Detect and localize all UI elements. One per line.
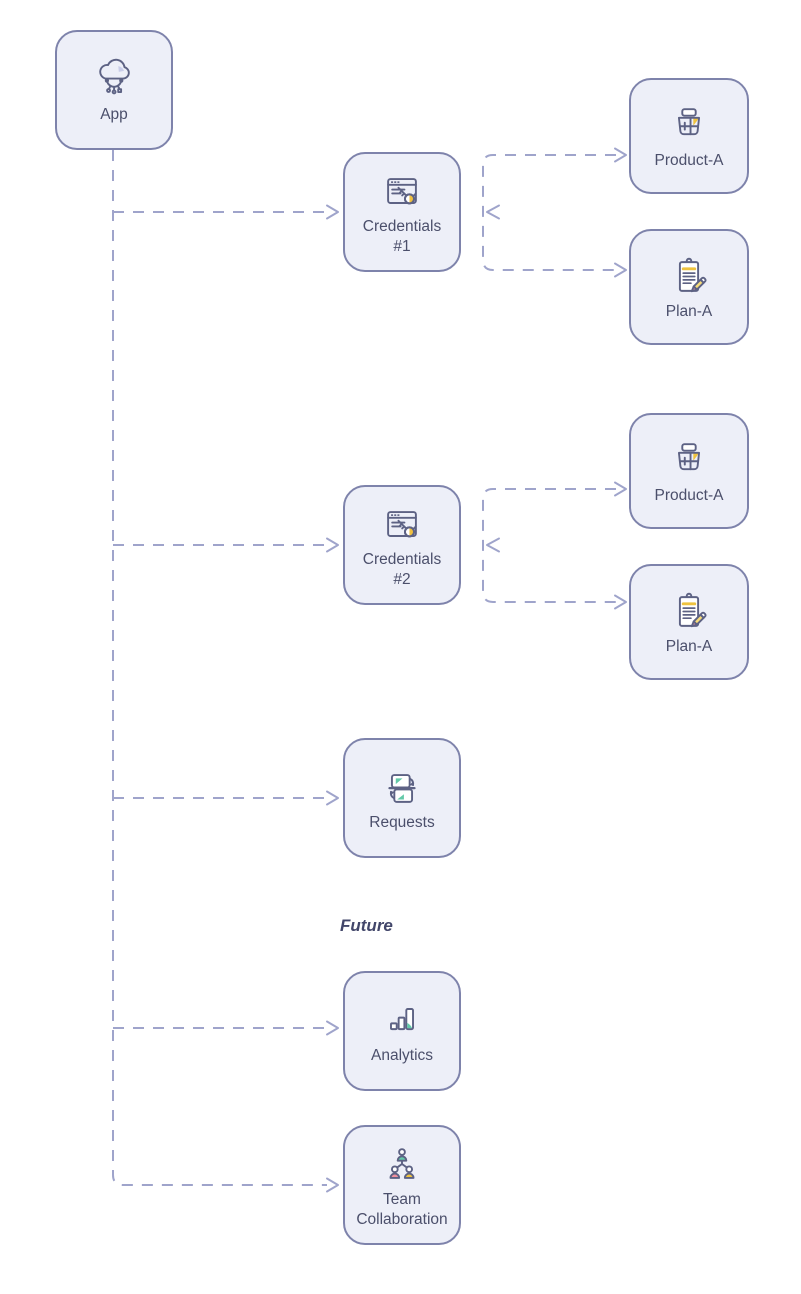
- plan-clipboard-icon: [666, 588, 712, 634]
- plan-clipboard-icon: [666, 253, 712, 299]
- product-basket-icon: [666, 437, 712, 483]
- node-label-product-a-2: Product-A: [654, 486, 724, 504]
- browser-key-icon: [379, 168, 425, 214]
- edge-credentials-1-to-product-a-1-and-plan-a-1: [482, 154, 616, 271]
- arrowhead-team-collaboration: [326, 1177, 339, 1193]
- arrowhead-credentials-2: [326, 537, 339, 553]
- node-plan-a-2: Plan-A: [629, 564, 749, 680]
- sync-requests-icon: [379, 764, 425, 810]
- bar-chart-icon: [379, 997, 425, 1043]
- arrowhead-plan-a-2: [614, 594, 627, 610]
- node-label-app: App: [100, 105, 128, 123]
- edge-credentials-2-to-product-a-2-and-plan-a-2: [482, 488, 616, 603]
- edge-split-chevron-credentials-2: [486, 537, 500, 553]
- node-label-team-collaboration: Team Collaboration: [356, 1190, 448, 1228]
- edge-split-chevron-credentials-1: [486, 204, 500, 220]
- node-analytics: Analytics: [343, 971, 461, 1091]
- browser-key-icon: [379, 501, 425, 547]
- node-plan-a-1: Plan-A: [629, 229, 749, 345]
- node-credentials-1: Credentials #1: [343, 152, 461, 272]
- node-label-analytics: Analytics: [370, 1046, 434, 1064]
- node-product-a-1: Product-A: [629, 78, 749, 194]
- node-product-a-2: Product-A: [629, 413, 749, 529]
- edge-app-trunk-to-team-collaboration: [112, 150, 327, 1186]
- arrowhead-requests: [326, 790, 339, 806]
- node-requests: Requests: [343, 738, 461, 858]
- arrowhead-product-a-2: [614, 481, 627, 497]
- node-label-product-a-1: Product-A: [654, 151, 724, 169]
- arrowhead-plan-a-1: [614, 262, 627, 278]
- node-label-plan-a-1: Plan-A: [665, 302, 713, 320]
- cloud-app-icon: [91, 56, 137, 102]
- product-basket-icon: [666, 102, 712, 148]
- node-label-credentials-2: Credentials #2: [362, 550, 442, 588]
- arrowhead-analytics: [326, 1020, 339, 1036]
- node-team-collaboration: Team Collaboration: [343, 1125, 461, 1245]
- node-label-requests: Requests: [369, 813, 435, 831]
- arrowhead-credentials-1: [326, 204, 339, 220]
- arrowhead-product-a-1: [614, 147, 627, 163]
- team-org-icon: [379, 1141, 425, 1187]
- node-app: App: [55, 30, 173, 150]
- node-label-credentials-1: Credentials #1: [362, 217, 442, 255]
- node-label-plan-a-2: Plan-A: [665, 637, 713, 655]
- node-credentials-2: Credentials #2: [343, 485, 461, 605]
- future-section-heading: Future: [340, 916, 393, 935]
